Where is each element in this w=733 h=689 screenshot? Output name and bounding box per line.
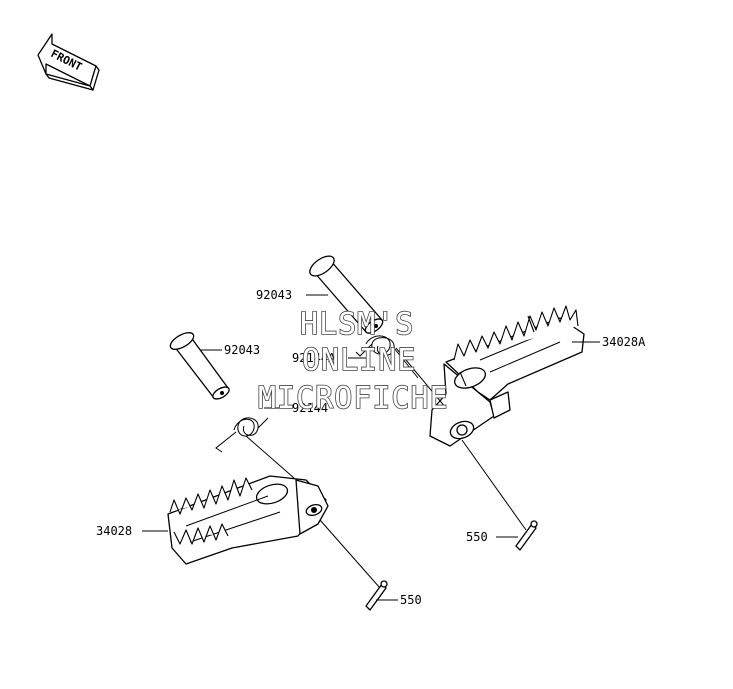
spring-right-drawing xyxy=(355,335,419,379)
part-label-pin-lower: 92043 xyxy=(224,343,260,357)
spring-left-drawing xyxy=(215,417,269,453)
part-label-cotter-left: 550 xyxy=(400,593,422,607)
front-arrow-icon: FRONT xyxy=(37,33,100,91)
part-label-footpeg-right: 34028A xyxy=(602,335,646,349)
watermark: HLSM'S ONLINE MICROFICHE xyxy=(257,306,449,417)
footpeg-left-drawing xyxy=(167,475,329,565)
part-label-pin-upper: 92043 xyxy=(256,288,292,302)
watermark-line-2: ONLINE xyxy=(302,343,416,378)
cotter-left-drawing xyxy=(365,580,388,611)
part-label-cotter-right: 550 xyxy=(466,530,488,544)
watermark-line-3: MICROFICHE xyxy=(258,381,449,416)
cotter-right-drawing xyxy=(515,520,538,551)
part-label-spring-left: 92144 xyxy=(292,401,328,415)
watermark-line-1: HLSM'S xyxy=(300,307,414,342)
part-label-footpeg-left: 34028 xyxy=(96,524,132,538)
pin-upper-drawing xyxy=(309,255,384,334)
footpeg-right-drawing xyxy=(429,305,585,447)
part-label-spring-right: 92144A xyxy=(292,351,336,365)
leader-lines xyxy=(142,294,600,601)
pin-lower-drawing xyxy=(169,332,230,400)
